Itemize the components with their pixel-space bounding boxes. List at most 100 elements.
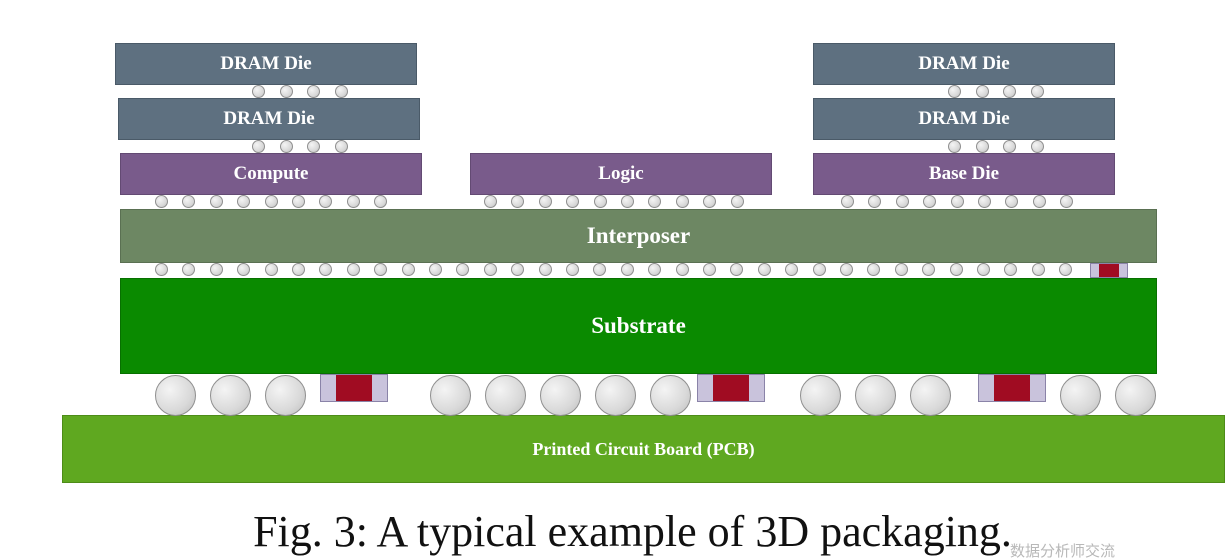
c4-bump <box>319 263 333 276</box>
microbump <box>252 140 265 153</box>
substrate-capacitor-2 <box>697 374 765 402</box>
microbump <box>923 195 937 208</box>
compute-die: Compute <box>120 153 422 195</box>
microbump <box>730 195 744 208</box>
c4-bump <box>182 263 196 276</box>
c4-bump <box>648 263 662 276</box>
c4-bump <box>483 263 497 276</box>
interposer-layer: Interposer <box>120 209 1157 263</box>
microbump <box>307 140 320 153</box>
microbump <box>374 195 388 208</box>
bga-ball <box>855 375 896 416</box>
c4-bump <box>237 263 251 276</box>
microbump <box>975 140 989 153</box>
dram-die-left-bottom: DRAM Die <box>118 98 420 140</box>
bga-ball <box>210 375 251 416</box>
c4-bump <box>374 263 388 276</box>
microbump <box>978 195 991 208</box>
c4-bump <box>155 263 168 276</box>
microbump <box>1005 195 1019 208</box>
substrate-layer: Substrate <box>120 278 1157 374</box>
interposer-capacitor <box>1090 263 1128 278</box>
microbump <box>948 85 961 98</box>
c4-bump <box>456 263 470 276</box>
c4-bump <box>757 263 771 276</box>
microbump <box>538 195 552 208</box>
microbump <box>841 195 854 208</box>
bga-ball <box>485 375 526 416</box>
figure-caption: Fig. 3: A typical example of 3D packagin… <box>253 507 1012 556</box>
c4-bump <box>867 263 881 276</box>
microbump <box>1060 195 1074 208</box>
c4-bump <box>894 263 908 276</box>
microbump <box>307 85 320 98</box>
microbump <box>648 195 662 208</box>
microbump <box>593 195 607 208</box>
watermark: 数据分析师交流 <box>1010 542 1116 559</box>
bga-ball <box>650 375 691 416</box>
microbump <box>279 140 293 153</box>
microbump <box>566 195 580 208</box>
c4-bump <box>346 263 360 276</box>
bga-ball <box>155 375 196 416</box>
microbump <box>292 195 305 208</box>
c4-bump <box>538 263 552 276</box>
microbump <box>868 195 882 208</box>
microbump <box>334 85 348 98</box>
dram-die-right-top: DRAM Die <box>813 43 1115 85</box>
microbump <box>1030 140 1044 153</box>
c4-bump <box>1031 263 1045 276</box>
c4-bump <box>209 263 223 276</box>
c4-bump <box>840 263 853 276</box>
c4-bump <box>922 263 936 276</box>
c4-bump <box>703 263 716 276</box>
c4-bump <box>812 263 826 276</box>
c4-bump <box>511 263 525 276</box>
bga-ball <box>430 375 471 416</box>
microbump <box>1030 85 1044 98</box>
c4-bump <box>401 263 415 276</box>
microbump <box>950 195 964 208</box>
microbump <box>511 195 525 208</box>
c4-bump <box>566 263 579 276</box>
microbump <box>334 140 348 153</box>
microbump <box>264 195 278 208</box>
c4-bump <box>1004 263 1018 276</box>
c4-bump <box>620 263 634 276</box>
base-die: Base Die <box>813 153 1115 195</box>
microbump <box>1003 140 1016 153</box>
dram-die-left-top: DRAM Die <box>115 43 417 85</box>
microbump <box>675 195 689 208</box>
bga-ball <box>540 375 581 416</box>
c4-bump <box>730 263 744 276</box>
c4-bump <box>292 263 305 276</box>
microbump <box>948 140 961 153</box>
microbump <box>621 195 634 208</box>
microbump <box>209 195 223 208</box>
bga-ball <box>800 375 841 416</box>
microbump <box>319 195 333 208</box>
microbump <box>182 195 196 208</box>
microbump <box>252 85 265 98</box>
bga-ball <box>595 375 636 416</box>
microbump <box>346 195 360 208</box>
microbump <box>279 85 293 98</box>
c4-bump <box>593 263 607 276</box>
c4-bump <box>675 263 689 276</box>
c4-bump <box>977 263 990 276</box>
microbump <box>703 195 717 208</box>
microbump <box>155 195 168 208</box>
bga-ball <box>265 375 306 416</box>
logic-die: Logic <box>470 153 772 195</box>
substrate-capacitor-1 <box>320 374 388 402</box>
c4-bump <box>1059 263 1073 276</box>
dram-die-right-bottom: DRAM Die <box>813 98 1115 140</box>
substrate-capacitor-3 <box>978 374 1046 402</box>
microbump <box>237 195 251 208</box>
bga-ball <box>1060 375 1101 416</box>
c4-bump <box>264 263 278 276</box>
microbump <box>484 195 497 208</box>
microbump <box>1003 85 1016 98</box>
pcb-layer: Printed Circuit Board (PCB) <box>62 415 1225 483</box>
microbump <box>895 195 909 208</box>
